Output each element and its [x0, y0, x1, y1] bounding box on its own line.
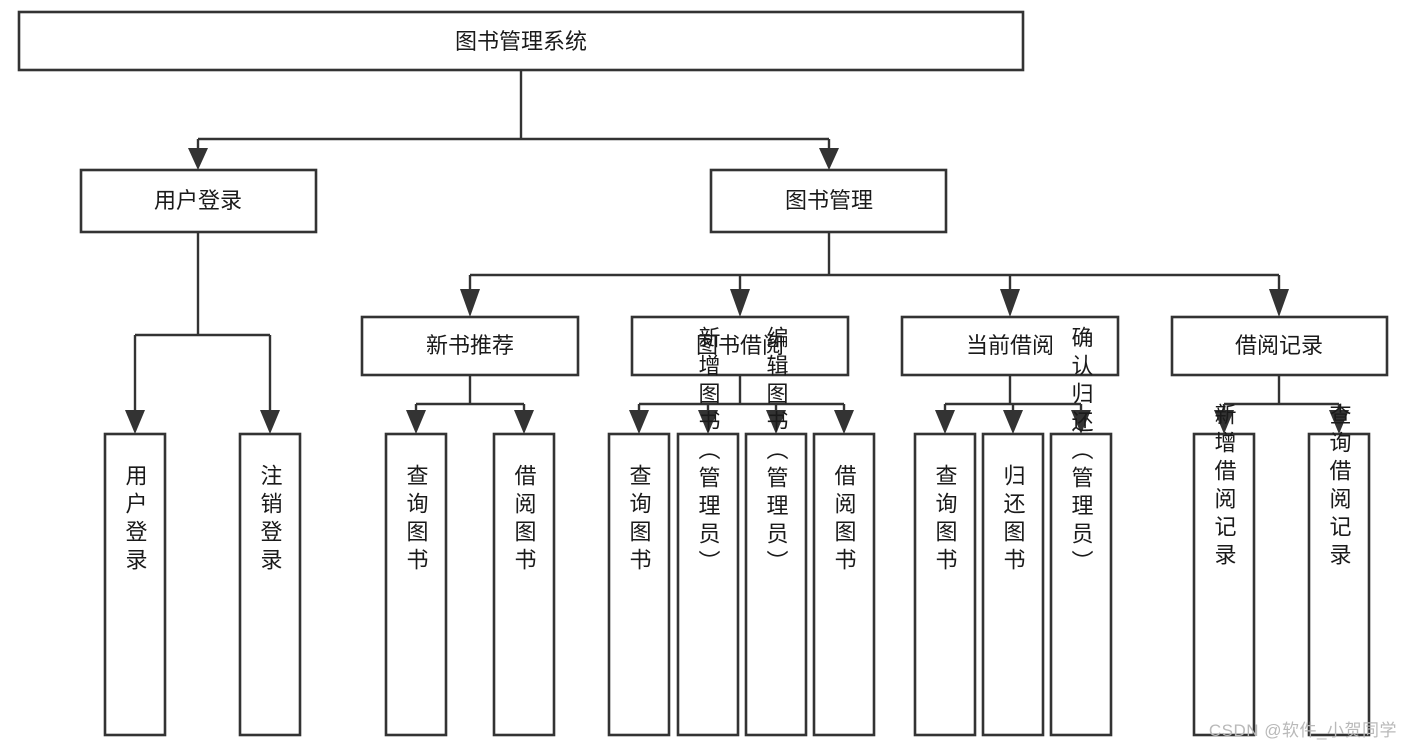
node-borrow-record-box[interactable] [1170, 315, 1389, 377]
arrow-to-leaf-query-book-b [629, 410, 649, 434]
node-root-label: 图书管理系统 [455, 29, 587, 54]
node-leaf-user-login[interactable]: 用户登录 [103, 432, 167, 737]
node-leaf-query-book-b[interactable]: 查询图书 [607, 432, 671, 737]
node-new-book-rec-box[interactable] [360, 315, 580, 377]
connector-layer [125, 70, 1349, 434]
node-leaf-user-login-label: 用户登录 [123, 464, 148, 576]
node-leaf-add-book-label: 新增图书（管理员） [696, 326, 721, 578]
node-leaf-borrow-book-a-label: 借阅图书 [512, 464, 537, 576]
arrow-to-leaf-borrow-book-b [834, 410, 854, 434]
arrow-to-leaf-add-book [698, 410, 718, 434]
arrow-to-leaf-return-book [1003, 410, 1023, 434]
node-borrow-record-label: 借阅记录 [1235, 333, 1323, 358]
arrow-to-new-book-rec [460, 289, 480, 317]
node-leaf-query-book-c-box[interactable] [913, 432, 977, 737]
node-leaf-edit-book[interactable]: 编辑图书（管理员） [744, 326, 808, 737]
node-leaf-add-record-box[interactable] [1192, 432, 1256, 737]
node-user-login-box[interactable] [79, 168, 318, 234]
node-leaf-query-book-c[interactable]: 查询图书 [913, 432, 977, 737]
node-leaf-query-book-b-box[interactable] [607, 432, 671, 737]
arrow-to-leaf-query-record [1329, 410, 1349, 434]
node-leaf-query-record-label: 查询借阅记录 [1327, 403, 1352, 571]
node-leaf-edit-book-label: 编辑图书（管理员） [764, 326, 789, 578]
node-leaf-logout-box[interactable] [238, 432, 302, 737]
node-new-book-rec-label: 新书推荐 [426, 333, 514, 358]
node-leaf-logout-label: 注销登录 [258, 464, 283, 576]
node-new-book-rec[interactable]: 新书推荐 [360, 315, 580, 377]
node-leaf-borrow-book-a[interactable]: 借阅图书 [492, 432, 556, 737]
arrow-to-leaf-logout [260, 410, 280, 434]
node-leaf-borrow-book-b-label: 借阅图书 [832, 464, 857, 576]
arrow-to-leaf-borrow-book-a [514, 410, 534, 434]
node-leaf-borrow-book-b-box[interactable] [812, 432, 876, 737]
node-leaf-query-book-b-label: 查询图书 [627, 464, 652, 576]
node-leaf-query-record-box[interactable] [1307, 432, 1371, 737]
node-book-manage-label: 图书管理 [785, 188, 873, 213]
node-user-login-label: 用户登录 [154, 188, 242, 213]
node-leaf-query-book-a-label: 查询图书 [404, 464, 429, 576]
arrow-to-leaf-query-book-a [406, 410, 426, 434]
arrow-to-current-borrow [1000, 289, 1020, 317]
node-leaf-borrow-book-b[interactable]: 借阅图书 [812, 432, 876, 737]
node-leaf-return-book[interactable]: 归还图书 [981, 432, 1045, 737]
arrow-to-book-borrow [730, 289, 750, 317]
node-leaf-return-book-label: 归还图书 [1001, 464, 1026, 576]
node-leaf-query-record[interactable]: 查询借阅记录 [1307, 403, 1371, 737]
node-book-borrow[interactable]: 图书借阅 [630, 315, 850, 377]
node-leaf-logout[interactable]: 注销登录 [238, 432, 302, 737]
node-book-borrow-box[interactable] [630, 315, 850, 377]
node-leaf-user-login-box[interactable] [103, 432, 167, 737]
node-book-borrow-label: 图书借阅 [696, 333, 784, 358]
node-current-borrow-box[interactable] [900, 315, 1120, 377]
node-leaf-borrow-book-a-box[interactable] [492, 432, 556, 737]
node-root[interactable]: 图书管理系统 [17, 10, 1025, 72]
node-current-borrow[interactable]: 当前借阅 [900, 315, 1120, 377]
arrow-root-to-book-manage [819, 148, 839, 170]
node-leaf-add-record-label: 新增借阅记录 [1212, 403, 1237, 571]
node-user-login[interactable]: 用户登录 [79, 168, 318, 234]
node-leaf-edit-book-box[interactable] [744, 432, 808, 737]
node-leaf-confirm-return[interactable]: 确认归还（管理员） [1049, 326, 1113, 737]
node-root-box[interactable] [17, 10, 1025, 72]
node-leaf-add-book[interactable]: 新增图书（管理员） [676, 326, 740, 737]
node-leaf-query-book-c-label: 查询图书 [933, 464, 958, 576]
node-leaf-confirm-return-box[interactable] [1049, 432, 1113, 737]
node-borrow-record[interactable]: 借阅记录 [1170, 315, 1389, 377]
node-leaf-query-book-a-box[interactable] [384, 432, 448, 737]
node-leaf-query-book-a[interactable]: 查询图书 [384, 432, 448, 737]
arrow-to-leaf-user-login [125, 410, 145, 434]
arrow-to-leaf-query-book-c [935, 410, 955, 434]
node-book-manage[interactable]: 图书管理 [709, 168, 948, 234]
node-leaf-add-book-box[interactable] [676, 432, 740, 737]
arrow-to-borrow-record [1269, 289, 1289, 317]
node-book-manage-box[interactable] [709, 168, 948, 234]
node-leaf-return-book-box[interactable] [981, 432, 1045, 737]
arrow-to-leaf-edit-book [766, 410, 786, 434]
node-leaf-add-record[interactable]: 新增借阅记录 [1192, 403, 1256, 737]
node-leaf-confirm-return-label: 确认归还（管理员） [1069, 326, 1094, 578]
arrow-root-to-user-login [188, 148, 208, 170]
arrow-to-leaf-confirm-return [1071, 410, 1091, 434]
arrow-to-leaf-add-record [1214, 410, 1234, 434]
node-current-borrow-label: 当前借阅 [966, 333, 1054, 358]
